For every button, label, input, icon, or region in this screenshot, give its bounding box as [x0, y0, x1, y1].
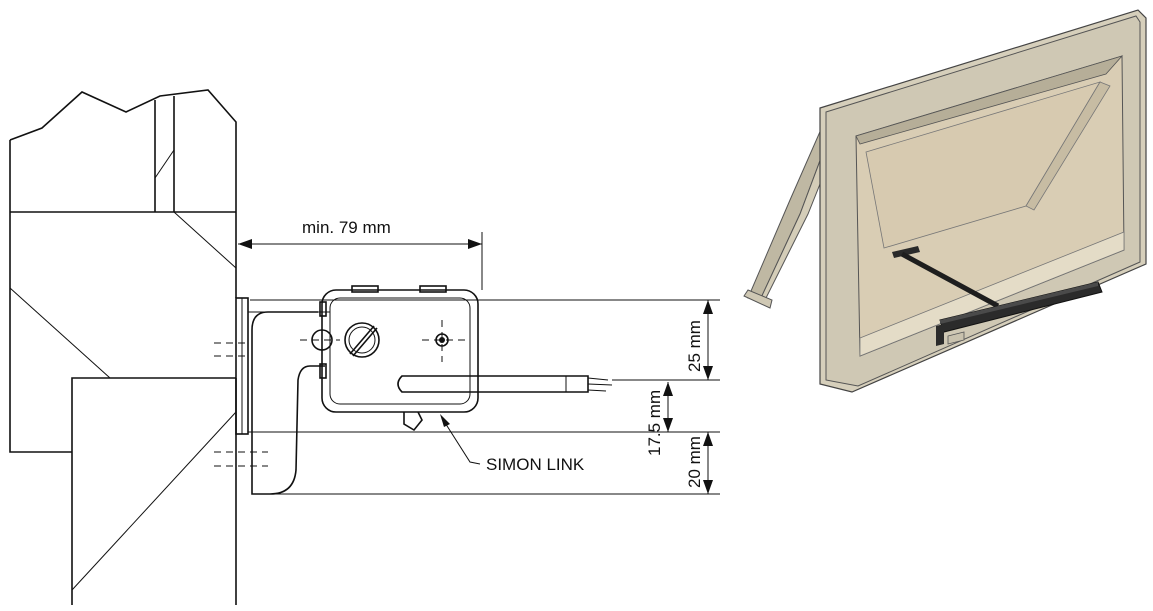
upper-dimension-label: 25 mm: [685, 320, 704, 372]
callout-label: SIMON LINK: [486, 455, 585, 474]
chain-actuator: [892, 246, 1103, 346]
extension-lines: [248, 299, 720, 495]
width-dimension-label: min. 79 mm: [302, 218, 391, 237]
width-dimension: min. 79 mm: [238, 218, 483, 290]
l-bracket: [248, 311, 330, 495]
simon-link-housing: [319, 285, 613, 432]
lower-dimension-label: 20 mm: [685, 436, 704, 488]
vertical-dimensions: 25 mm 17.5 mm 20 mm: [645, 300, 713, 494]
slotted-screw-icon: [344, 322, 380, 358]
small-screw-icon: [311, 329, 333, 351]
simon-link-callout: SIMON LINK: [440, 414, 585, 474]
screw-icons: [311, 322, 449, 358]
window-illustration: [743, 9, 1147, 393]
middle-dimension-label: 17.5 mm: [645, 390, 664, 456]
hidden-screw-lines: [214, 320, 466, 467]
crosshead-screw-icon: [435, 333, 449, 347]
technical-drawing: min. 79 mm 25 mm 17.5 mm 20 mm: [9, 89, 720, 605]
mounting-plate: [235, 297, 249, 435]
frame-profile: [9, 89, 237, 605]
